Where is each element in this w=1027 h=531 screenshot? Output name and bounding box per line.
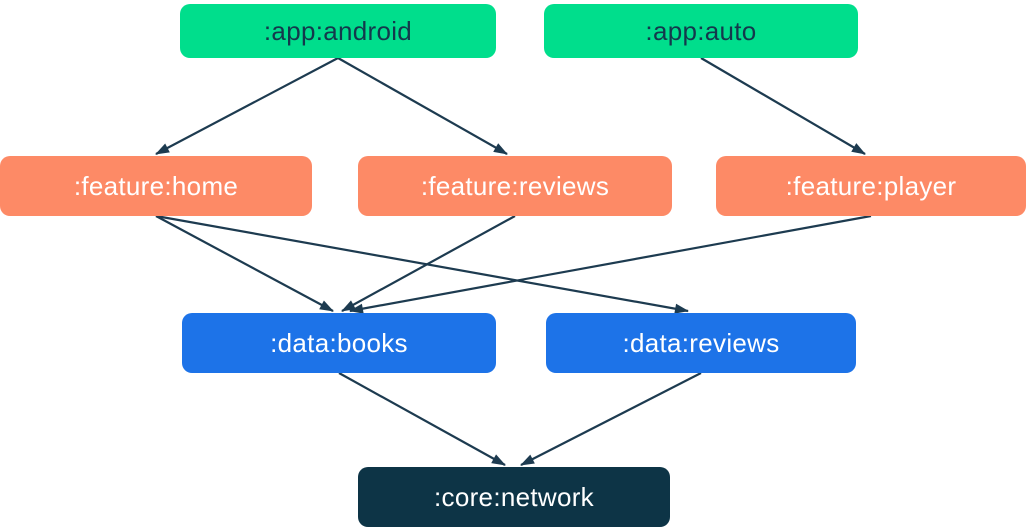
- module-label-feature-home: :feature:home: [73, 170, 239, 201]
- module-label-core-network: :core:network: [434, 481, 594, 512]
- module-node-core-network: :core:network: [358, 467, 670, 527]
- module-label-feature-player: :feature:player: [785, 170, 957, 201]
- module-node-data-books: :data:books: [182, 313, 496, 373]
- module-node-app-auto: :app:auto: [544, 4, 858, 58]
- edge-app-android-to-feature-home: [155, 57, 339, 155]
- module-node-app-android: :app:android: [180, 4, 496, 58]
- edge-feature-reviews-to-data-books: [341, 215, 516, 312]
- edge-feature-home-to-data-books: [155, 215, 334, 312]
- module-label-feature-reviews: :feature:reviews: [420, 170, 610, 201]
- edge-app-android-to-feature-reviews: [337, 57, 508, 155]
- module-node-data-reviews: :data:reviews: [546, 313, 856, 373]
- module-label-app-auto: :app:auto: [645, 15, 757, 46]
- module-label-data-books: :data:books: [270, 327, 408, 358]
- edge-feature-player-to-data-books: [349, 214, 872, 314]
- edge-app-auto-to-feature-player: [700, 57, 866, 155]
- module-label-data-reviews: :data:reviews: [622, 327, 780, 358]
- module-node-feature-reviews: :feature:reviews: [358, 156, 672, 216]
- module-label-app-android: :app:android: [263, 15, 413, 46]
- edge-data-books-to-core-network: [338, 372, 506, 466]
- edge-data-reviews-to-core-network: [520, 372, 702, 466]
- module-node-feature-home: :feature:home: [0, 156, 312, 216]
- module-node-feature-player: :feature:player: [716, 156, 1026, 216]
- edge-feature-home-to-data-reviews: [155, 214, 689, 314]
